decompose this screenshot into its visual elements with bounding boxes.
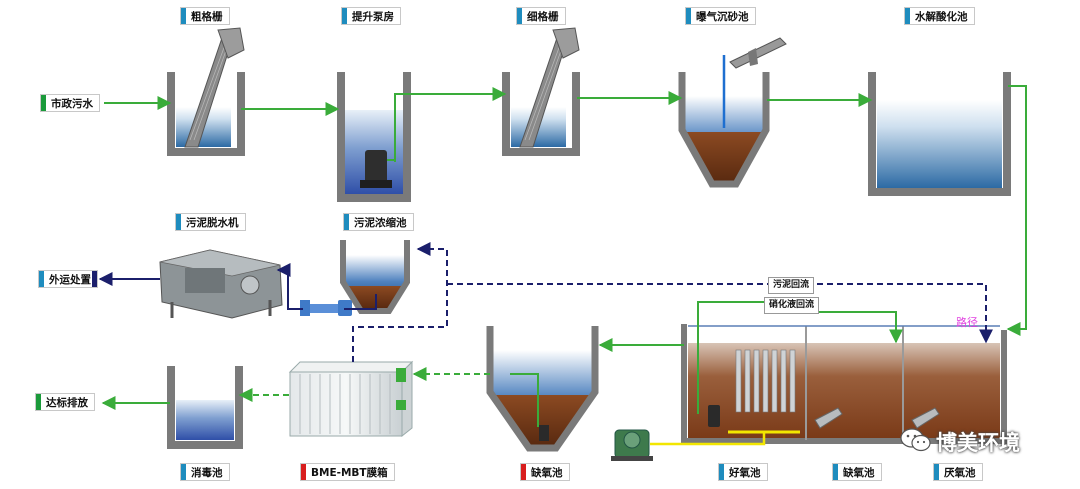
label-anoxic: 缺氧池 [832, 463, 882, 481]
coarse-screen-tank [167, 27, 245, 156]
watermark-text: 博美环境 [936, 431, 1020, 455]
sludge-dewatering-machine [159, 249, 283, 319]
air-line [650, 433, 766, 446]
path-label: 路径 [956, 316, 978, 329]
label-outward-disposal: 外运处置 [38, 270, 98, 288]
label-sludge-thickening: 污泥浓缩池 [343, 213, 414, 231]
tag-nitrification-return: 硝化液回流 [764, 297, 820, 314]
sludge-flow-lines [98, 242, 993, 362]
screw-pump [300, 300, 352, 316]
aerated-grit-tank [678, 37, 787, 188]
air-blower [611, 429, 653, 461]
disinfection-tank [167, 366, 243, 449]
biological-tank [681, 324, 1007, 444]
lift-pump-tank [337, 72, 411, 202]
label-membrane-box: BME-MBT膜箱 [300, 463, 395, 481]
label-fine-screen: 细格栅 [516, 7, 566, 25]
hydrolysis-tank [868, 72, 1011, 196]
label-anaerobic: 厌氧池 [933, 463, 983, 481]
wechat-icon [900, 427, 932, 453]
label-disinfection: 消毒池 [180, 463, 230, 481]
front-anoxic-tank [486, 326, 599, 452]
fine-screen-tank [502, 27, 580, 156]
label-hydrolysis: 水解酸化池 [904, 7, 975, 25]
label-front-anoxic: 缺氧池 [520, 463, 570, 481]
label-coarse-screen: 粗格栅 [180, 7, 230, 25]
label-aerated-grit: 曝气沉砂池 [685, 7, 756, 25]
label-sludge-dewatering: 污泥脱水机 [175, 213, 246, 231]
water-flow-lines [101, 85, 1027, 427]
label-aerobic: 好氧池 [718, 463, 768, 481]
label-municipal-sewage: 市政污水 [40, 94, 100, 112]
membrane-box [288, 360, 414, 438]
label-discharge: 达标排放 [35, 393, 95, 411]
label-lift-pump: 提升泵房 [341, 7, 401, 25]
tag-sludge-return: 污泥回流 [768, 277, 815, 294]
